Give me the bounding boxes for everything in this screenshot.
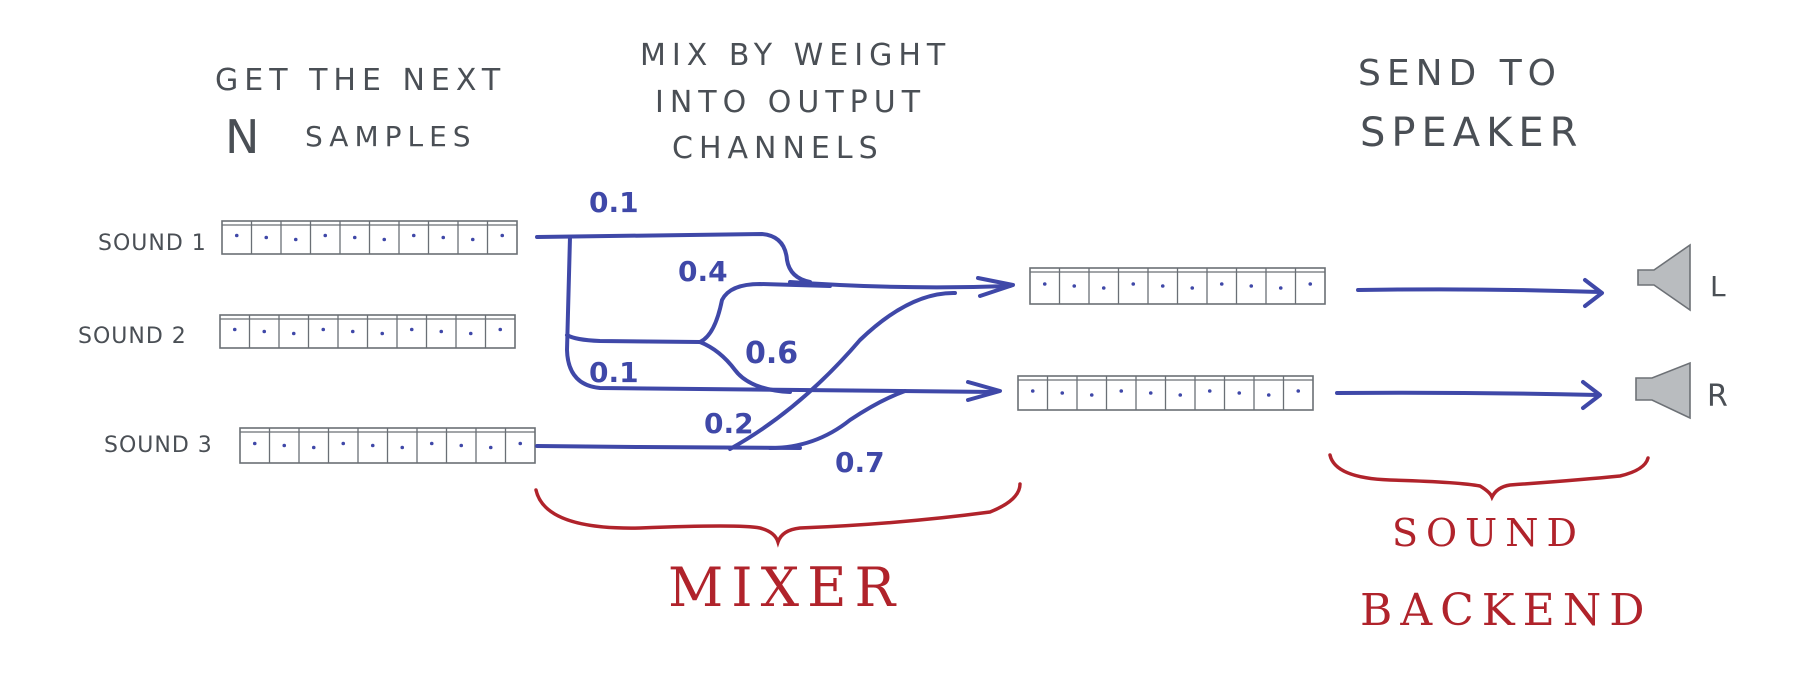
weight-label-3: 0.6 <box>745 336 798 371</box>
buffer-sample-dot <box>1089 393 1094 397</box>
backend-brace <box>1328 453 1650 502</box>
input-buffer-3 <box>239 427 536 464</box>
buffer-sample-dot <box>1219 282 1224 286</box>
buffer-sample-dot <box>411 233 416 238</box>
arrow-left-speaker-head <box>1583 278 1604 308</box>
heading-mix-line2: INTO OUTPUT <box>655 85 926 120</box>
buffer-sample-dot <box>264 235 269 240</box>
buffer-sample-dot <box>232 327 237 332</box>
input-buffer-2 <box>219 314 516 349</box>
weight-label-1: 0.1 <box>589 186 639 219</box>
buffer-sample-dot <box>370 443 375 448</box>
buffer-sample-dot <box>380 331 385 336</box>
source-label-3: SOUND 3 <box>104 433 213 458</box>
buffer-sample-dot <box>352 235 357 240</box>
heading-samples: SAMPLES <box>305 120 477 153</box>
heading-send-line2: SPEAKER <box>1360 110 1583 156</box>
buffer-sample-dot <box>429 441 434 446</box>
buffer-sample-dot <box>1249 284 1254 288</box>
buffer-sample-dot <box>1042 282 1047 286</box>
weight-label-2: 0.4 <box>678 255 728 288</box>
buffer-sample-dot <box>311 445 316 450</box>
buffer-sample-dot <box>323 233 328 238</box>
buffer-sample-dot <box>1148 391 1153 395</box>
buffer-sample-dot <box>459 443 464 448</box>
buffer-sample-dot <box>1237 391 1242 395</box>
output-buffer-right <box>1017 375 1314 411</box>
buffer-sample-dot <box>441 235 446 240</box>
buffer-sample-dot <box>291 331 296 336</box>
route-sound3-trunk <box>535 444 802 450</box>
route-sound1-trunk <box>535 232 812 284</box>
buffer-sample-dot <box>282 443 287 448</box>
input-buffer-1 <box>221 220 518 255</box>
buffer-sample-dot <box>321 327 326 332</box>
buffer-sample-dot <box>468 331 473 336</box>
buffer-sample-dot <box>1308 282 1313 286</box>
weight-label-4: 0.1 <box>589 356 639 389</box>
route-sound3-to-right <box>768 389 907 450</box>
buffer-sample-dot <box>1119 389 1124 393</box>
mixer-brace <box>534 482 1022 548</box>
route-sound1-to-right <box>565 235 997 394</box>
route-right-to-speaker <box>1335 390 1600 397</box>
source-label-1: SOUND 1 <box>98 231 207 256</box>
speaker-icon <box>1635 361 1691 420</box>
group-label-sound: SOUND <box>1392 511 1585 555</box>
channel-label-left: L <box>1710 270 1727 303</box>
buffer-sample-dot <box>1296 389 1301 393</box>
buffer-sample-dot <box>262 329 267 334</box>
buffer-sample-dot <box>1190 286 1195 290</box>
buffer-sample-dot <box>1278 286 1283 290</box>
buffer-sample-dot <box>1072 284 1077 288</box>
buffer-sample-dot <box>341 441 346 446</box>
buffer-sample-dot <box>500 233 505 238</box>
channel-label-right: R <box>1707 379 1729 414</box>
buffer-sample-dot <box>488 445 493 450</box>
heading-mix-line3: CHANNELS <box>672 131 884 166</box>
buffer-sample-dot <box>400 445 405 450</box>
buffer-sample-dot <box>1160 284 1165 288</box>
buffer-sample-dot <box>1266 393 1271 397</box>
buffer-sample-dot <box>293 237 298 242</box>
buffer-sample-dot <box>1060 391 1065 395</box>
buffer-sample-dot <box>409 327 414 332</box>
buffer-sample-dot <box>470 237 475 242</box>
buffer-sample-dot <box>382 237 387 242</box>
group-label-mixer: MIXER <box>668 556 903 619</box>
buffer-sample-dot <box>498 327 503 332</box>
route-left-to-speaker <box>1356 287 1602 294</box>
group-label-backend: BACKEND <box>1360 585 1653 636</box>
buffer-sample-dot <box>1207 389 1212 393</box>
buffer-sample-dot <box>1101 286 1106 290</box>
weight-label-6: 0.7 <box>835 446 885 479</box>
buffer-sample-dot <box>1178 393 1183 397</box>
weight-label-5: 0.2 <box>704 407 754 440</box>
route-sound2-to-right <box>698 340 792 394</box>
output-buffer-left <box>1029 267 1326 305</box>
source-label-2: SOUND 2 <box>78 324 187 349</box>
buffer-sample-dot <box>350 329 355 334</box>
buffer-sample-dot <box>1131 282 1136 286</box>
heading-n-letter: N <box>225 110 265 164</box>
buffer-sample-dot <box>1030 389 1035 393</box>
mix-routing-lines <box>535 232 1604 451</box>
route-sound2-to-left <box>698 282 832 344</box>
buffer-sample-dot <box>518 441 523 446</box>
heading-send-line1: SEND TO <box>1358 53 1562 94</box>
buffer-sample-dot <box>234 233 239 238</box>
route-sound3-to-left <box>728 290 957 451</box>
arrow-right-speaker-head <box>1581 380 1602 410</box>
arrow-mixer-to-left <box>976 276 1015 298</box>
heading-get-next-line1: GET THE NEXT <box>215 63 506 98</box>
arrow-mixer-to-right <box>966 380 1002 402</box>
route-sound1-to-sound2-branch <box>565 333 702 344</box>
speaker-icon <box>1637 243 1691 312</box>
buffer-sample-dot <box>439 329 444 334</box>
heading-mix-line1: MIX BY WEIGHT <box>640 38 951 73</box>
buffer-sample-dot <box>252 441 257 446</box>
